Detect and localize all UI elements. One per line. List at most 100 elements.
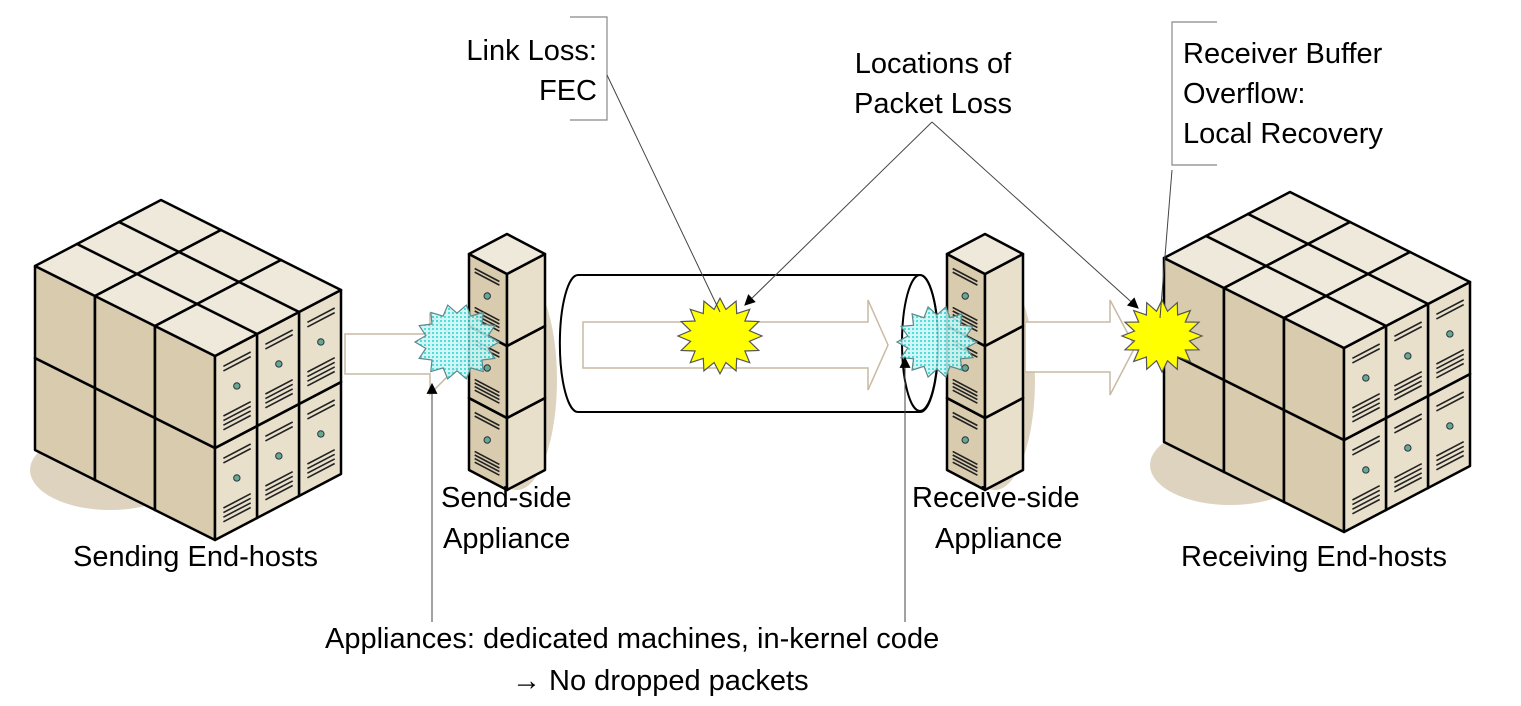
- server-slot: [952, 378, 978, 394]
- server-slot: [307, 462, 336, 479]
- server-slot: [1352, 392, 1381, 409]
- overflow-label: Overflow:: [1183, 78, 1305, 110]
- sending-hosts-label: Sending End-hosts: [73, 541, 318, 573]
- server-slot: [1394, 467, 1423, 484]
- server-slot: [1436, 445, 1465, 462]
- server-slot: [474, 306, 500, 322]
- server-slot: [1352, 498, 1381, 515]
- server-slot: [265, 480, 294, 496]
- receiving-hosts-label: Receiving End-hosts: [1181, 541, 1447, 573]
- server-slot: [307, 356, 336, 373]
- server-slot: [952, 271, 978, 286]
- local-recovery-label: Local Recovery: [1183, 118, 1383, 150]
- server-slot: [307, 307, 336, 324]
- server-slot: [223, 410, 252, 426]
- server-slot: [1394, 380, 1423, 396]
- server-icon: [945, 232, 1025, 348]
- server-slot: [1436, 454, 1465, 471]
- server-slot: [1394, 462, 1423, 479]
- loss-bursts: [413, 296, 1204, 380]
- server-slot: [223, 414, 252, 431]
- receive-side-appliance: [945, 232, 1035, 492]
- server-slot: [307, 366, 336, 382]
- server-slot: [1394, 370, 1423, 387]
- server-slot: [1352, 489, 1381, 506]
- server-slot: [265, 333, 294, 350]
- server-slot: [1394, 417, 1423, 434]
- link-loss-label: Link Loss:: [466, 35, 597, 67]
- server-slot: [223, 447, 252, 464]
- server-slot: [1352, 439, 1381, 456]
- server-top-face: [467, 232, 547, 276]
- power-led-icon: [483, 364, 491, 372]
- server-slot: [474, 461, 500, 476]
- server-slot: [1352, 435, 1381, 452]
- server-slot: [265, 388, 294, 404]
- server-slot: [1436, 450, 1465, 466]
- server-slot: [952, 454, 978, 469]
- power-led-icon: [1404, 352, 1412, 360]
- server-slot: [223, 405, 252, 422]
- packet-loss-burst-icon: [676, 296, 764, 376]
- power-led-icon: [483, 436, 491, 444]
- server-slot: [952, 415, 978, 430]
- server-icon: [1282, 294, 1388, 442]
- server-slot: [1436, 395, 1465, 412]
- server-icon: [153, 302, 259, 450]
- server-slot: [952, 385, 978, 401]
- server-slot: [223, 492, 252, 509]
- server-slot: [952, 389, 978, 404]
- server-slot: [474, 267, 500, 283]
- server-slot: [1352, 494, 1381, 510]
- power-led-icon: [483, 292, 491, 300]
- server-slot: [1394, 476, 1423, 493]
- server-slot: [474, 454, 500, 469]
- receive-appliance-label: Receive-side: [912, 482, 1080, 514]
- server-slot: [223, 355, 252, 372]
- server-slot: [1352, 402, 1381, 418]
- send-appliance-label-2: Appliance: [443, 523, 570, 555]
- server-icon: [467, 232, 547, 348]
- server-slot: [1394, 325, 1423, 342]
- power-led-icon: [1404, 444, 1412, 452]
- server-slot: [265, 329, 294, 346]
- server-slot: [223, 443, 252, 460]
- locations-leader-receiver: [931, 121, 1139, 309]
- no-dropped-packets-note: → No dropped packets: [512, 665, 809, 697]
- power-led-icon: [233, 474, 241, 482]
- server-slot: [474, 450, 500, 466]
- server-slot: [952, 457, 978, 473]
- server-slot: [1394, 321, 1423, 338]
- receiving-end-hosts-cluster: [1162, 190, 1472, 534]
- power-led-icon: [317, 430, 325, 438]
- appliance-burst-icon: [413, 304, 501, 380]
- server-slot: [265, 378, 294, 395]
- server-slot: [307, 448, 336, 465]
- locations-label: Locations of: [855, 48, 1012, 80]
- server-slot: [952, 411, 978, 427]
- flow-arrow-receive: [1024, 299, 1136, 396]
- server-slot: [1436, 358, 1465, 374]
- server-slot: [265, 470, 294, 487]
- server-top-face: [1282, 294, 1388, 350]
- server-slot: [1436, 299, 1465, 316]
- server-slot: [307, 458, 336, 474]
- power-led-icon: [317, 338, 325, 346]
- server-slot: [265, 484, 294, 501]
- server-slot: [474, 415, 500, 430]
- server-top-face: [945, 232, 1025, 276]
- server-slot: [265, 392, 294, 409]
- server-slot: [1352, 347, 1381, 364]
- server-slot: [474, 411, 500, 427]
- server-slot: [307, 403, 336, 420]
- server-slot: [952, 310, 978, 325]
- power-led-icon: [1446, 422, 1454, 430]
- server-slot: [307, 361, 336, 378]
- send-appliance-label: Send-side: [441, 482, 572, 514]
- server-slot: [265, 383, 294, 400]
- server-slot: [307, 370, 336, 387]
- server-slot: [1394, 375, 1423, 392]
- link-loss-leader: [606, 74, 721, 313]
